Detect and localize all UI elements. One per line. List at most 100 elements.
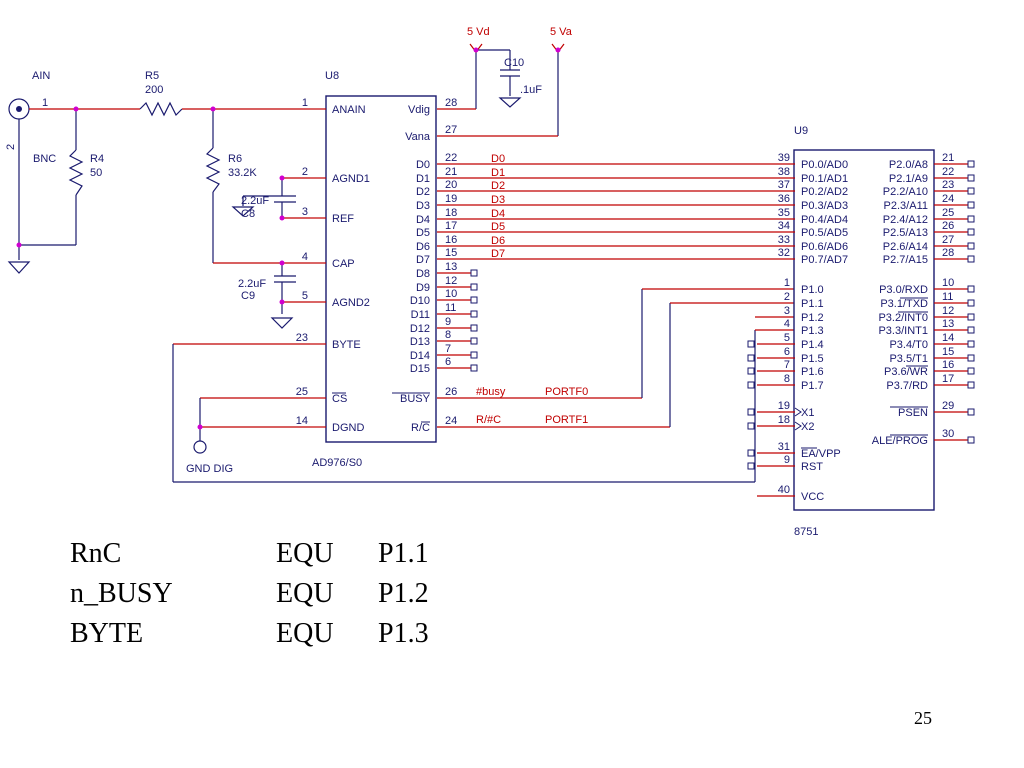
data-net-label: D1: [491, 167, 505, 179]
u9-pin-number: 7: [784, 359, 790, 371]
data-net-label: D3: [491, 194, 505, 206]
u8-pin-name: D11: [411, 309, 430, 321]
busy-net-label: #busy: [476, 386, 506, 398]
u9-pin-number: 26: [942, 220, 954, 232]
schematic-diagram: AIN BNC 1 2 R5 200 R4 50 R6 33.2K 2.2uF …: [5, 26, 975, 538]
u9-pin-name: ALE/PROG: [872, 435, 928, 447]
u9-pin-number: 6: [784, 346, 790, 358]
u8-pin-name: D2: [416, 186, 430, 198]
u9-pin-name: X1: [801, 407, 814, 419]
u9-pin-name: P3.6/WR: [884, 366, 928, 378]
clock-input-marker: [794, 407, 802, 417]
u9-pin-number: 17: [942, 373, 954, 385]
no-connect-terminal: [470, 310, 478, 318]
u9-pin-number: 30: [942, 428, 954, 440]
u9-pin-number: 32: [778, 247, 790, 259]
u9-pin-name: P1.1: [801, 298, 824, 310]
u8-pin-number: 3: [302, 206, 308, 218]
no-connect-terminal: [967, 285, 975, 293]
u8-pin-name: DGND: [332, 422, 364, 434]
u8-pin-number: 2: [302, 166, 308, 178]
u9-pin-number: 19: [778, 400, 790, 412]
u9-pin-name: P2.6/A14: [883, 241, 928, 253]
u9-pin-name: RST: [801, 461, 823, 473]
u8-pin-number: 11: [445, 302, 456, 314]
u9-pin-name: P0.1/AD1: [801, 173, 848, 185]
no-connect-terminal: [470, 351, 478, 359]
c9-value: 2.2uF: [238, 278, 266, 290]
u8-pin-name: AGND2: [332, 297, 370, 309]
r5-value: 200: [145, 84, 163, 96]
wiring: [7, 43, 795, 483]
no-connect-terminal: [967, 187, 975, 195]
u9-pin-number: 23: [942, 179, 954, 191]
no-connect-terminal: [747, 381, 755, 389]
data-net-label: D0: [491, 153, 505, 165]
u8-pin-number: 6: [445, 356, 451, 368]
u9-pin-name: P0.3/AD3: [801, 200, 848, 212]
u9-pin-name: P2.0/A8: [889, 159, 928, 171]
u9-pin-number: 2: [784, 291, 790, 303]
bnc-pin1: 1: [42, 97, 48, 109]
u8-pin-name: D12: [410, 323, 430, 335]
data-net-label: D2: [491, 180, 505, 192]
no-connect-terminal: [967, 367, 975, 375]
u9-pin-number: 24: [942, 193, 954, 205]
u8-part: AD976/S0: [312, 457, 362, 469]
u8-pin-name: D10: [410, 295, 430, 307]
u8-pin-name: CS: [332, 393, 347, 405]
u8-pin-number: 23: [296, 332, 308, 344]
u8-pin-name: BYTE: [332, 339, 361, 351]
u8-pin-name: D1: [416, 173, 430, 185]
data-net-label: D7: [491, 248, 505, 260]
u8-pin-number: 22: [445, 152, 457, 164]
u9-pin-number: 21: [942, 152, 954, 164]
page-number: 25: [914, 708, 932, 728]
u9-pin-name: EA/VPP: [801, 448, 841, 460]
u9-pin-number: 33: [778, 234, 790, 246]
u8-pin-number: 26: [445, 386, 457, 398]
r4-value: 50: [90, 167, 102, 179]
code-name: BYTE: [70, 618, 144, 649]
no-connect-terminal: [967, 255, 975, 263]
u8-pin-name: D8: [416, 268, 430, 280]
u9-pin-name: P2.7/A15: [883, 254, 928, 266]
code-value: P1.2: [378, 578, 429, 609]
u8-pin-number: 16: [445, 234, 457, 246]
bnc-label: BNC: [33, 153, 56, 165]
portf1-label: PORTF1: [545, 414, 588, 426]
u9-pin-number: 13: [942, 318, 954, 330]
u8-pin-number: 14: [296, 415, 308, 427]
u8-pin-number: 27: [445, 124, 457, 136]
r4-ref: R4: [90, 153, 104, 165]
data-net-label: D4: [491, 208, 505, 220]
no-connect-terminal: [747, 354, 755, 362]
u8-right-pins: Vdig28Vana27D022D121D220D319D418D517D616…: [392, 97, 478, 434]
u9-chip-body: [793, 149, 935, 511]
u9-pin-number: 9: [784, 454, 790, 466]
u8-pin-name: D13: [410, 336, 430, 348]
u8-pin-name: BUSY: [400, 393, 431, 405]
u8-pin-number: 28: [445, 97, 457, 109]
va-label: 5 Va: [550, 26, 573, 38]
no-connect-terminal: [747, 422, 755, 430]
u9-pin-number: 15: [942, 346, 954, 358]
no-connect-terminal: [967, 408, 975, 416]
code-name: n_BUSY: [70, 578, 173, 609]
u9-pin-name: P2.5/A13: [883, 227, 928, 239]
u8-pin-number: 10: [445, 288, 457, 300]
u9-pin-name: P3.1/TXD: [880, 298, 928, 310]
u8-pin-name: Vana: [405, 131, 431, 143]
u8-pin-number: 9: [445, 316, 451, 328]
no-connect-terminal: [967, 340, 975, 348]
portf0-label: PORTF0: [545, 386, 588, 398]
u8-pin-name: D15: [410, 363, 430, 375]
u9-pin-name: P2.1/A9: [889, 173, 928, 185]
u9-pin-number: 40: [778, 484, 790, 496]
component-labels: AIN BNC 1 2 R5 200 R4 50 R6 33.2K 2.2uF …: [5, 26, 818, 538]
no-connect-terminal: [967, 313, 975, 321]
u9-pin-name: P0.5/AD5: [801, 227, 848, 239]
u9-pin-name: P1.7: [801, 380, 824, 392]
u8-pin-number: 17: [445, 220, 457, 232]
